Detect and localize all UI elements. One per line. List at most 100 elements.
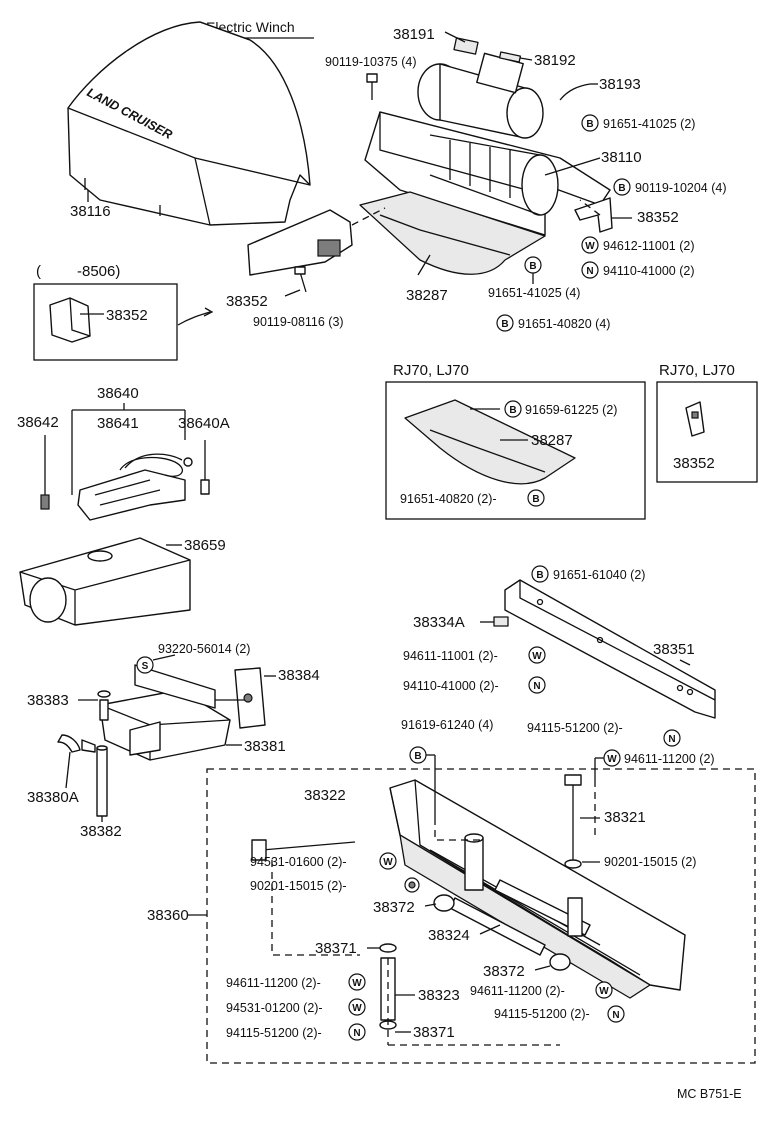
svg-text:B: B <box>532 494 539 505</box>
label-38360: 38360 <box>147 907 189 924</box>
callout-94115-51200-b: 94115-51200 (2)- N <box>226 1023 366 1041</box>
svg-text:94115-51200 (2)-: 94115-51200 (2)- <box>226 1026 322 1040</box>
label-38323: 38323 <box>418 987 460 1004</box>
label-38191: 38191 <box>393 26 435 43</box>
svg-text:B: B <box>536 570 543 581</box>
title-text: Electric Winch <box>206 19 295 35</box>
label-38352-inset: 38352 <box>106 307 148 324</box>
label-38640: 38640 <box>97 385 139 402</box>
label-38384: 38384 <box>278 667 320 684</box>
svg-text:94531-01600 (2)-: 94531-01600 (2)- <box>250 855 347 869</box>
svg-text:90119-10204 (4): 90119-10204 (4) <box>635 181 727 195</box>
callout-91619-61240: 91619-61240 (4) B <box>401 718 493 818</box>
footer-code: MC B751-E <box>677 1087 742 1101</box>
inset-range-prefix: ( <box>36 263 41 280</box>
svg-text:W: W <box>352 978 362 989</box>
svg-text:94611-11200 (2)-: 94611-11200 (2)- <box>470 984 565 998</box>
label-38287-main: 38287 <box>406 287 448 304</box>
callout-94611-11001: 94611-11001 (2)- W <box>403 646 546 664</box>
callout-94611-11200-b: 94611-11200 (2)- W <box>226 973 366 991</box>
label-38110: 38110 <box>601 149 642 166</box>
label-38642: 38642 <box>17 414 59 431</box>
callout-91651-40820-a: B 91651-40820 (4) <box>496 314 610 332</box>
callout-94612-11001: W 94612-11001 (2) <box>581 236 695 254</box>
svg-text:91651-41025 (4): 91651-41025 (4) <box>488 286 580 300</box>
callout-90119-10204: B 90119-10204 (4) <box>613 178 727 196</box>
rj70-label-a: RJ70, LJ70 <box>393 362 469 379</box>
svg-text:W: W <box>383 857 393 868</box>
svg-text:94115-51200 (2)-: 94115-51200 (2)- <box>527 721 623 735</box>
callout-94611-11200-c: 94611-11200 (2)- W <box>470 981 613 999</box>
callout-94115-51200-c: 94115-51200 (2)- N <box>494 1005 625 1023</box>
label-90119-10375: 90119-10375 (4) <box>325 55 417 69</box>
callout-91651-41025-a: B 91651-41025 (2) <box>581 114 695 132</box>
svg-text:94611-11001 (2)-: 94611-11001 (2)- <box>403 649 498 663</box>
inset-pre-8506: ( -8506) 38352 <box>33 263 178 361</box>
svg-text:W: W <box>585 241 595 252</box>
callout-94611-11200-a: W 94611-11200 (2) <box>594 749 715 780</box>
label-38381: 38381 <box>244 738 286 755</box>
svg-text:94611-11200 (2): 94611-11200 (2) <box>624 752 715 766</box>
label-90119-08116: 90119-08116 (3) <box>253 315 344 329</box>
callout-94531-01600: 94531-01600 (2)- W <box>250 852 397 870</box>
callout-91651-61040: B 91651-61040 (2) <box>531 565 645 583</box>
svg-text:W: W <box>599 986 609 997</box>
label-38352-left: 38352 <box>226 293 268 310</box>
label-38352-rj: 38352 <box>673 455 715 472</box>
label-38371-b: 38371 <box>413 1024 455 1041</box>
callout-93220-56014: S 93220-56014 (2) <box>136 642 250 674</box>
svg-text:B: B <box>529 261 536 272</box>
svg-text:94110-41000 (2): 94110-41000 (2) <box>603 264 695 278</box>
svg-text:93220-56014 (2): 93220-56014 (2) <box>158 642 250 656</box>
callout-90201-15015-a: 90201-15015 (2)- <box>250 877 420 893</box>
svg-text:94110-41000 (2)-: 94110-41000 (2)- <box>403 679 499 693</box>
label-38640A: 38640A <box>178 415 230 432</box>
mounting-rail-illustration: 38351 38334A <box>413 579 716 719</box>
rj70-label-b: RJ70, LJ70 <box>659 362 735 379</box>
label-38351: 38351 <box>653 641 695 658</box>
label-38372-a: 38372 <box>373 899 415 916</box>
svg-text:91651-61040 (2): 91651-61040 (2) <box>553 568 645 582</box>
svg-text:B: B <box>618 183 625 194</box>
svg-text:90201-15015 (2)-: 90201-15015 (2)- <box>250 879 347 893</box>
callout-94110-41000-b: 94110-41000 (2)- N <box>403 676 546 694</box>
svg-text:B: B <box>414 751 421 762</box>
svg-text:94531-01200 (2)-: 94531-01200 (2)- <box>226 1001 323 1015</box>
inset-rj70-skid: RJ70, LJ70 B 91659-61225 (2) 38287 91651… <box>385 362 646 520</box>
label-38324: 38324 <box>428 927 470 944</box>
inset-rj70-bracket: RJ70, LJ70 38352 <box>656 362 758 483</box>
label-91659-61225: 91659-61225 (2) <box>525 403 617 417</box>
svg-text:W: W <box>532 651 542 662</box>
svg-text:94115-51200 (2)-: 94115-51200 (2)- <box>494 1007 590 1021</box>
svg-text:N: N <box>612 1010 619 1021</box>
label-38192: 38192 <box>534 52 576 69</box>
svg-text:90201-15015 (2): 90201-15015 (2) <box>604 855 696 869</box>
label-38641: 38641 <box>97 415 139 432</box>
svg-text:94611-11200 (2)-: 94611-11200 (2)- <box>226 976 321 990</box>
svg-text:91651-41025 (2): 91651-41025 (2) <box>603 117 695 131</box>
label-38383: 38383 <box>27 692 69 709</box>
svg-text:N: N <box>533 681 540 692</box>
svg-text:91651-40820 (4): 91651-40820 (4) <box>518 317 610 331</box>
svg-text:B: B <box>501 319 508 330</box>
label-38322: 38322 <box>304 787 346 804</box>
label-38352-main: 38352 <box>637 209 679 226</box>
callout-94110-41000-a: N 94110-41000 (2) <box>581 261 695 279</box>
label-38380A: 38380A <box>27 789 79 806</box>
svg-text:N: N <box>586 266 593 277</box>
top-leaders <box>177 31 632 326</box>
label-38659: 38659 <box>184 537 226 554</box>
callout-90201-15015-b: 90201-15015 (2) <box>582 855 696 869</box>
storage-case-illustration: 38659 <box>19 537 226 626</box>
inset-range-suffix: -8506) <box>77 263 120 280</box>
label-38193: 38193 <box>599 76 641 93</box>
label-38371-a: 38371 <box>315 940 357 957</box>
winch-assembly-illustration <box>247 37 613 293</box>
callout-94115-51200-a: 94115-51200 (2)- N <box>527 721 681 747</box>
label-38321: 38321 <box>604 809 646 826</box>
svg-text:N: N <box>668 734 675 745</box>
remote-handset-illustration: 38640 38642 38641 38640A <box>17 385 230 521</box>
svg-text:B: B <box>509 405 516 416</box>
svg-text:94612-11001 (2): 94612-11001 (2) <box>603 239 695 253</box>
